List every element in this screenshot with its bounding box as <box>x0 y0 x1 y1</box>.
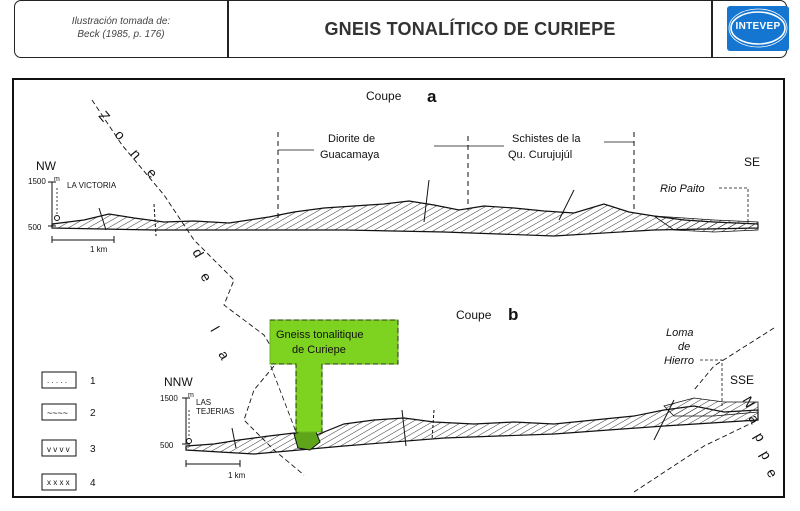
loma-leader <box>700 359 723 406</box>
source-credit: Ilustración tomada de: Beck (1985, p. 17… <box>15 15 227 41</box>
zone-contact-line <box>91 99 305 476</box>
schistes-line-1: Schistes de la <box>512 133 581 145</box>
legend-label-1: 1 <box>90 376 96 387</box>
section-b-elev-low: 500 <box>160 441 174 450</box>
zone-letter: n <box>128 146 145 162</box>
nappe-contact-lower <box>633 419 759 493</box>
zone-de-la-letters: Z o n e d e l a <box>96 108 234 363</box>
legend-label-2: 2 <box>90 408 96 419</box>
nappe-letter: p <box>757 448 775 463</box>
la-victoria-label: LA VICTORIA <box>67 181 117 190</box>
diorite-line-2: Guacamaya <box>320 149 380 161</box>
nappe-letters: N a p p e <box>739 394 781 481</box>
legend-symbol-3: v v v v <box>47 445 70 454</box>
fault-b-4 <box>653 399 675 441</box>
fault-a-3 <box>423 179 430 223</box>
legend-box-1 <box>41 371 77 389</box>
header-divider-left <box>227 1 229 57</box>
las-tejerias-line-2: TEJERIAS <box>196 407 234 416</box>
fault-b-3 <box>431 409 435 441</box>
legend-box-2 <box>41 403 77 421</box>
la-victoria-marker <box>54 215 60 221</box>
section-b-folded-unit <box>663 397 759 417</box>
fault-a-2 <box>153 203 157 237</box>
legend-symbol-2: ~~~~ <box>47 408 68 418</box>
diorite-line-1: Diorite de <box>328 133 375 145</box>
logo-ring-icon <box>728 8 788 48</box>
callout-line-2: de Curiepe <box>292 344 346 356</box>
section-a-folded-unit <box>652 215 759 233</box>
legend-label-3: 3 <box>90 444 96 455</box>
section-b-right-end: SSE <box>730 373 754 387</box>
section-b-scale-label: 1 km <box>228 471 246 480</box>
zone-letter: o <box>112 127 129 143</box>
intevep-logo: INTEVEP <box>727 6 789 51</box>
nappe-letter: e <box>763 466 781 481</box>
zone-letter: e <box>197 270 215 285</box>
section-a-label-letter: a <box>427 87 437 106</box>
section-b-elev-unit: m <box>188 392 194 399</box>
legend-label-4: 4 <box>90 478 96 489</box>
callout-outline <box>269 319 399 433</box>
header-banner: Ilustración tomada de: Beck (1985, p. 17… <box>14 0 789 58</box>
legend: . . . . . 1 ~~~~ 2 v v v v 3 x x x x 4 <box>41 371 96 491</box>
rio-paito-leader <box>719 187 749 224</box>
loma-line-3: Hierro <box>664 355 694 367</box>
section-a-elev-unit: m <box>54 176 60 183</box>
section-a-right-end: SE <box>744 155 760 169</box>
section-b-label-word: Coupe <box>456 308 492 322</box>
header-divider-right <box>711 1 713 57</box>
credit-line-1: Ilustración tomada de: <box>71 16 171 27</box>
credit-line-2: Beck (1985, p. 176) <box>77 29 165 40</box>
legend-box-3 <box>41 439 77 457</box>
schistes-line-2: Qu. Curujujúl <box>508 149 572 161</box>
section-a-left-end: NW <box>36 159 57 173</box>
fault-b-2 <box>401 409 407 447</box>
logo-text: INTEVEP <box>735 21 781 32</box>
section-a-profile <box>51 200 759 237</box>
nappe-letter: p <box>751 430 769 445</box>
page-title: GNEIS TONALÍTICO DE CURIEPE <box>324 19 616 39</box>
zone-letter: d <box>189 246 207 261</box>
las-tejerias-line-1: LAS <box>196 398 211 407</box>
section-b-label-letter: b <box>508 305 518 324</box>
cross-section-svg: Coupe a NW SE 1500 m 500 LA VICTORIA 1 k… <box>28 87 781 493</box>
callout-line-1: Gneiss tonalitique <box>276 329 363 341</box>
fault-b-1 <box>231 427 237 449</box>
loma-line-1: Loma <box>666 327 694 339</box>
legend-symbol-1: . . . . . <box>47 376 67 385</box>
nappe-contact-upper <box>693 327 775 391</box>
fault-a-4 <box>558 189 575 221</box>
section-a-elev-high: 1500 <box>28 177 46 186</box>
zone-letter: l <box>207 324 222 335</box>
zone-letter: a <box>215 348 233 363</box>
fault-a-1 <box>98 207 107 231</box>
section-a-label-word: Coupe <box>366 89 402 103</box>
section-b-left-end: NNW <box>164 375 193 389</box>
section-b-elev-high: 1500 <box>160 394 178 403</box>
section-a-scale-label: 1 km <box>90 245 108 254</box>
las-tejerias-marker <box>186 438 192 444</box>
rio-paito-label: Rio Paito <box>660 183 705 195</box>
section-a-elev-low: 500 <box>28 223 42 232</box>
cross-section-diagram: Coupe a NW SE 1500 m 500 LA VICTORIA 1 k… <box>12 78 785 498</box>
legend-symbol-4: x x x x <box>47 478 70 487</box>
legend-box-4 <box>41 473 77 491</box>
loma-line-2: de <box>678 341 690 353</box>
zone-letter: e <box>144 165 161 181</box>
